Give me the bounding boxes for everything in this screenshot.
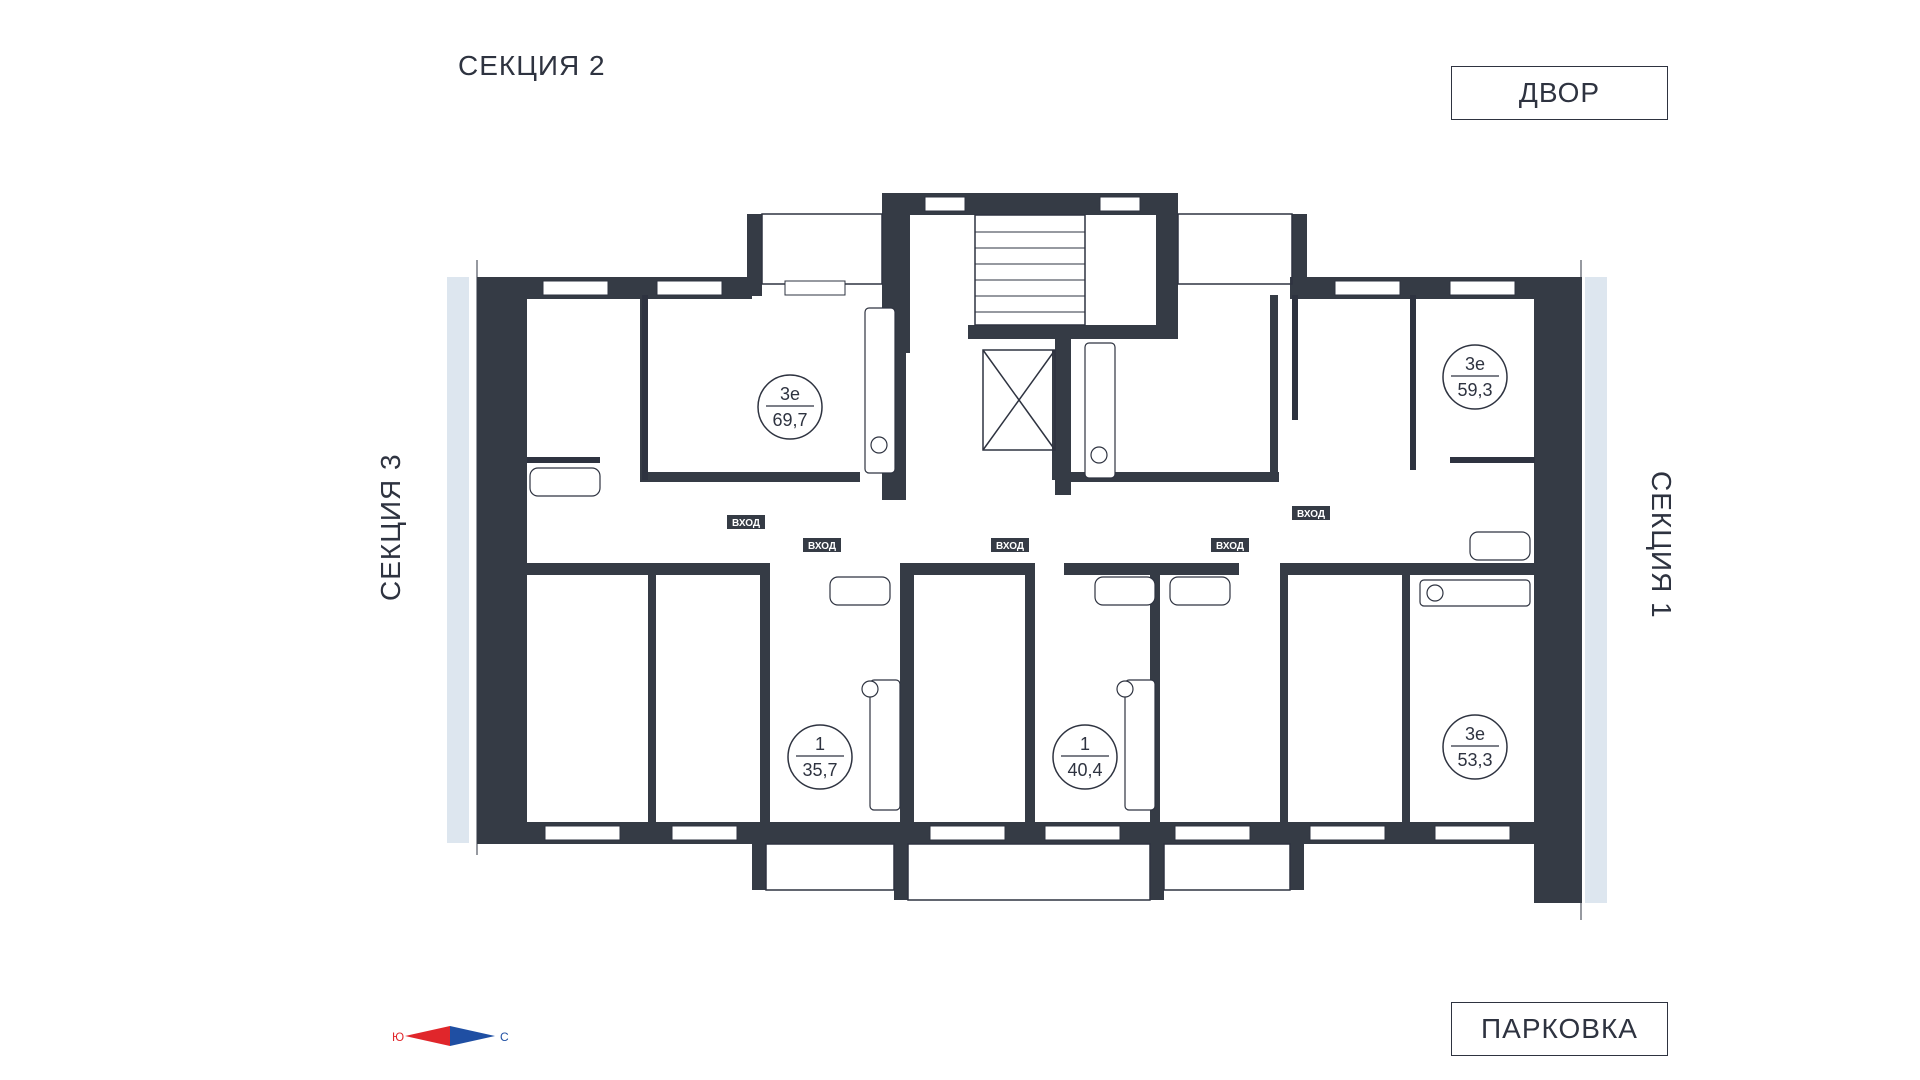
svg-text:ВХОД: ВХОД — [732, 518, 760, 529]
courtyard-box: ДВОР — [1451, 66, 1668, 120]
compass-icon: Ю С — [392, 1026, 509, 1046]
svg-text:3е: 3е — [1465, 724, 1485, 744]
svg-text:35,7: 35,7 — [802, 760, 837, 780]
apartment-labels: 3е 69,7 3е 59,3 1 35,7 1 40,4 3е 53,3 — [757, 344, 1508, 790]
facade-right — [1585, 277, 1607, 903]
svg-text:59,3: 59,3 — [1457, 380, 1492, 400]
apartment-69-7: 3е 69,7 — [757, 374, 823, 440]
apartment-35-7: 1 35,7 — [787, 724, 853, 790]
svg-text:1: 1 — [1080, 734, 1090, 754]
apartment-40-4: 1 40,4 — [1052, 724, 1118, 790]
entrance-tag-4: ВХОД — [1211, 538, 1249, 552]
facade-left — [447, 277, 469, 843]
entrance-tag-2: ВХОД — [803, 538, 841, 552]
parking-box: ПАРКОВКА — [1451, 1002, 1668, 1056]
svg-text:3е: 3е — [780, 384, 800, 404]
svg-text:3е: 3е — [1465, 354, 1485, 374]
svg-text:ВХОД: ВХОД — [1216, 541, 1244, 552]
entrance-tag-3: ВХОД — [991, 538, 1029, 552]
svg-text:1: 1 — [815, 734, 825, 754]
svg-text:ВХОД: ВХОД — [808, 541, 836, 552]
apartment-59-3: 3е 59,3 — [1442, 344, 1508, 410]
section-2-label: СЕКЦИЯ 2 — [458, 50, 606, 81]
svg-text:40,4: 40,4 — [1067, 760, 1102, 780]
svg-text:С: С — [500, 1030, 509, 1044]
svg-text:Ю: Ю — [392, 1030, 404, 1044]
svg-text:53,3: 53,3 — [1457, 750, 1492, 770]
apartment-53-3: 3е 53,3 — [1442, 714, 1508, 780]
entrance-tag-1: ВХОД — [727, 515, 765, 529]
entrance-tag-5: ВХОД — [1292, 506, 1330, 520]
entrance-tags: ВХОД ВХОД ВХОД ВХОД ВХОД — [727, 506, 1330, 552]
svg-text:69,7: 69,7 — [772, 410, 807, 430]
svg-text:ВХОД: ВХОД — [1297, 509, 1325, 520]
svg-text:ВХОД: ВХОД — [996, 541, 1024, 552]
